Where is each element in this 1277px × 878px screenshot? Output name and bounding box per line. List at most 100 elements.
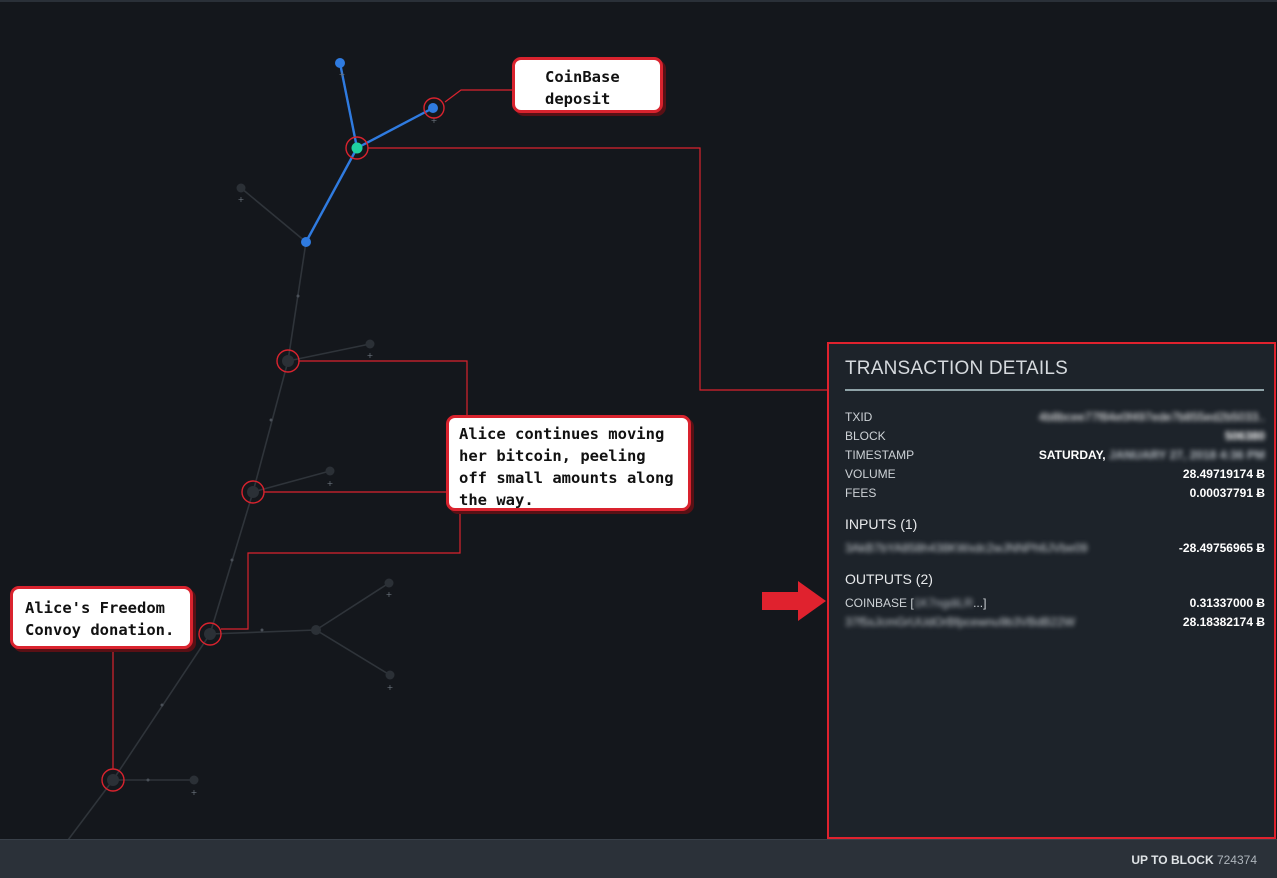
edge: [67, 779, 114, 840]
highlighted-nodes[interactable]: [301, 58, 438, 247]
graph-nodes[interactable]: [107, 183, 395, 787]
callout-line: Convoy donation.: [25, 621, 175, 639]
edge: [287, 241, 307, 362]
edge: [252, 470, 331, 493]
graph-edges: [67, 187, 391, 840]
graph-node[interactable]: [107, 774, 119, 786]
highlighted-edge: [338, 62, 359, 149]
highlighted-edge: [356, 106, 434, 150]
graph-node[interactable]: [282, 355, 294, 367]
timestamp-value: SATURDAY, JANUARY 27, 2018 4:36 PM: [1039, 448, 1265, 462]
highlighted-path: [304, 62, 434, 243]
volume-label: VOLUME: [845, 467, 896, 481]
transaction-graph[interactable]: + + + + + + + +: [0, 0, 1277, 840]
graph-node-highlighted[interactable]: [335, 58, 345, 68]
edge: [252, 360, 289, 493]
edge-arrow: [230, 558, 234, 562]
timestamp-label: TIMESTAMP: [845, 448, 915, 462]
edge: [315, 582, 390, 631]
panel-title: TRANSACTION DETAILS: [845, 358, 1069, 379]
graph-node[interactable]: [247, 486, 259, 498]
edge-arrow: [296, 294, 300, 298]
txid-label: TXID: [845, 410, 873, 424]
fees-row: FEES 0.00037791 Ƀ: [845, 486, 1265, 504]
connector-coinbase: [444, 89, 513, 103]
timestamp-day: SATURDAY,: [1038, 448, 1106, 462]
graph-node[interactable]: [365, 339, 375, 349]
graph-node[interactable]: [204, 628, 216, 640]
callout-line: the way.: [459, 491, 534, 509]
output-address[interactable]: 37f5sJcmGrUUdOrBfpcewnu9b3VBdB22W: [845, 615, 1076, 629]
expand-icon[interactable]: +: [339, 70, 346, 79]
top-border: [0, 0, 1277, 2]
graph-node[interactable]: [189, 775, 199, 785]
edge-arrow: [260, 628, 264, 632]
edge-arrow: [146, 778, 150, 782]
block-height-value: 724374: [1216, 853, 1257, 867]
fees-value: 0.00037791 Ƀ: [1189, 486, 1265, 500]
callout-freedom-convoy: Alice's Freedom Convoy donation.: [10, 586, 193, 649]
volume-row: VOLUME 28.49719174 Ƀ: [845, 467, 1265, 485]
graph-node-highlighted[interactable]: [428, 103, 438, 113]
graph-node[interactable]: [311, 625, 321, 635]
edge-arrows: [146, 294, 300, 782]
selected-transaction-node[interactable]: [351, 142, 363, 154]
output-address-suffix: ...]: [973, 596, 987, 610]
timestamp-row: TIMESTAMP SATURDAY, JANUARY 27, 2018 4:3…: [845, 448, 1265, 466]
edge: [209, 629, 317, 635]
edge: [315, 629, 391, 676]
panel-divider: [845, 389, 1264, 391]
txid-row: TXID 4b8bcee77f84e0f497ede7b855ed2b5033.…: [845, 410, 1265, 428]
input-amount: -28.49756965 Ƀ: [1178, 541, 1265, 555]
expand-icon[interactable]: +: [387, 683, 394, 692]
block-row: BLOCK 506380: [845, 429, 1265, 447]
status-bar: UP TO BLOCK 724374: [0, 839, 1277, 878]
expand-icon[interactable]: +: [431, 116, 438, 125]
expand-icon[interactable]: +: [327, 479, 334, 488]
output-address[interactable]: COINBASE [1K7ngdiLR...]: [845, 596, 986, 610]
output-row[interactable]: COINBASE [1K7ngdiLR...] 0.31337000 Ƀ: [845, 596, 1265, 614]
connector-alice: [299, 360, 468, 416]
block-value[interactable]: 506380: [1224, 429, 1265, 443]
expand-icon[interactable]: +: [191, 788, 198, 797]
connector-alice: [221, 510, 461, 630]
inputs-heading: INPUTS (1): [845, 516, 918, 532]
timestamp-date: JANUARY 27, 2018 4:36 PM: [1105, 448, 1265, 462]
output-amount: 28.18382174 Ƀ: [1182, 615, 1265, 629]
annotation-circle: [198, 622, 222, 646]
volume-value: 28.49719174 Ƀ: [1182, 467, 1265, 481]
annotation-circle: [423, 97, 445, 119]
expand-icon[interactable]: +: [367, 351, 374, 360]
callout-line: off small amounts along: [459, 469, 674, 487]
connector-panel: [368, 147, 827, 391]
edge: [112, 633, 211, 781]
block-height-indicator: UP TO BLOCK 724374: [1131, 853, 1257, 867]
callout-line: deposit: [545, 90, 611, 108]
callout-line: CoinBase: [545, 68, 620, 86]
fees-label: FEES: [845, 486, 877, 500]
expand-icon[interactable]: +: [238, 195, 245, 204]
expand-markers[interactable]: + + + + + + + +: [191, 70, 438, 797]
edge-arrow: [160, 703, 164, 707]
highlighted-edge: [304, 147, 359, 243]
output-row[interactable]: 37f5sJcmGrUUdOrBfpcewnu9b3VBdB22W 28.183…: [845, 615, 1265, 633]
input-row[interactable]: 3AkB7bYA858h438KWxdc2wJNNPh6JVbe09 -28.4…: [845, 541, 1265, 559]
graph-node[interactable]: [325, 466, 335, 476]
graph-node[interactable]: [385, 670, 395, 680]
txid-value[interactable]: 4b8bcee77f84e0f497ede7b855ed2b5033..: [1038, 410, 1265, 424]
output-amount: 0.31337000 Ƀ: [1189, 596, 1265, 610]
graph-node[interactable]: [236, 183, 246, 193]
callout-alice-moving: Alice continues moving her bitcoin, peel…: [446, 415, 691, 511]
annotation-connectors: [112, 89, 827, 769]
block-label: BLOCK: [845, 429, 886, 443]
edge: [287, 343, 371, 362]
red-arrow-icon: [762, 581, 826, 621]
callout-line: her bitcoin, peeling: [459, 447, 646, 465]
graph-node[interactable]: [384, 578, 394, 588]
outputs-heading: OUTPUTS (2): [845, 571, 933, 587]
callout-coinbase-deposit: CoinBase deposit: [512, 57, 663, 113]
expand-icon[interactable]: +: [386, 590, 393, 599]
edge: [209, 491, 254, 635]
input-address[interactable]: 3AkB7bYA858h438KWxdc2wJNNPh6JVbe09: [845, 541, 1088, 555]
graph-node-highlighted[interactable]: [301, 237, 311, 247]
